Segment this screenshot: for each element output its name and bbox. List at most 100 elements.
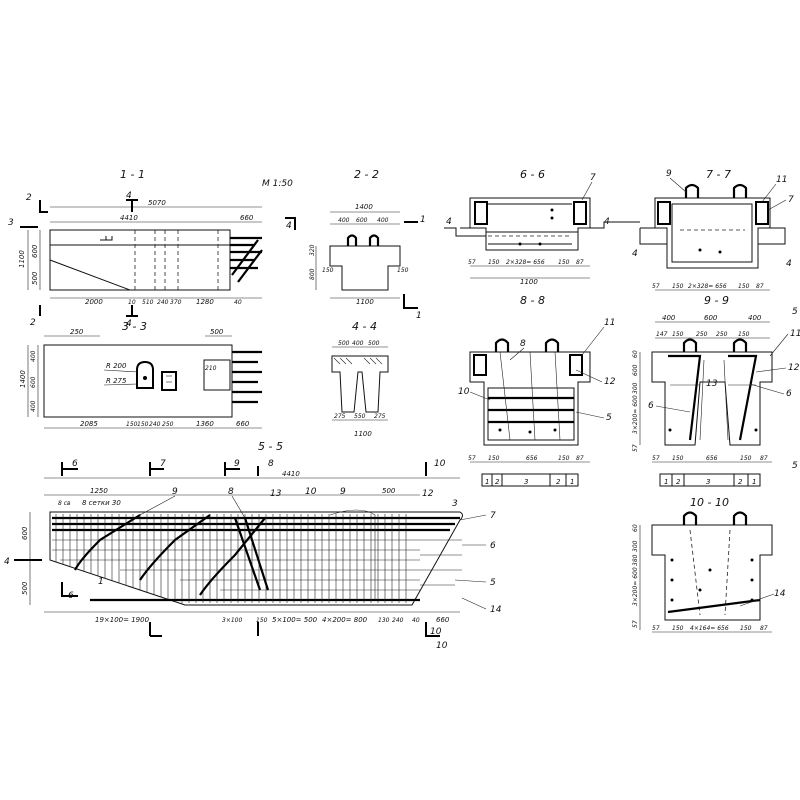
s66-dim-bottom-0: 57 [468, 259, 476, 266]
s99-dim-sub-1: 150 [672, 331, 684, 338]
s77-dim-bottom-1: 150 [672, 283, 684, 290]
s55-dim-bottom-8: 660 [436, 616, 450, 624]
s55-dim-bottom-5: 130 [378, 617, 390, 624]
s55-callout-10: 6 [490, 541, 496, 551]
s88-table-0: 1 [485, 478, 489, 486]
s33-dim-left-1: 400 [30, 350, 37, 362]
s55-dim-top-3: 500 [382, 487, 396, 495]
section-10-10-title: 10 - 10 [690, 496, 729, 509]
s11-dim-bottom-5: 1280 [196, 298, 214, 306]
s55-callout-9: 7 [490, 511, 496, 521]
s99-dim-bottom-0: 57 [652, 455, 660, 462]
s99-dim-left-1: 600 [632, 364, 639, 376]
s1010-dim-left-3: 3×200= 600 [632, 567, 639, 606]
s44-dim-top-2: 500 [368, 340, 380, 347]
s55-label-0: 8 сетки 30 [82, 499, 121, 507]
s77-callout-3: 4 [632, 249, 638, 259]
s66-callout-1: 4 [446, 217, 452, 227]
s55-dim-bottom-0: 19×100= 1900 [95, 616, 150, 624]
s22-marker-0: 1 [420, 215, 426, 225]
s11-dim-left-0: 1100 [18, 250, 26, 268]
s88-dim-bottom-0: 57 [468, 455, 476, 462]
s99-callout-1: 11 [790, 329, 800, 339]
section-4-4: 4 - 4 500 400 500 275 550 275 1100 [331, 320, 389, 438]
svg-text:8: 8 [228, 487, 234, 497]
s99-dim-sub-3: 250 [716, 331, 728, 338]
section-6-6: 6 - 6 7 4 4 57 150 2×328= 656 150 87 110… [444, 168, 640, 286]
s55-callout-5: 10 [434, 459, 446, 469]
s55-dim-top-2: 8 св [58, 500, 71, 507]
s22-dim-top-0: 1400 [355, 203, 373, 211]
s11-marker-4: 4 [126, 319, 132, 329]
svg-text:10: 10 [305, 487, 317, 497]
s88-callout-1: 8 [520, 339, 526, 349]
s22-dim-top-2: 600 [356, 217, 368, 224]
s88-callout-0: 11 [604, 318, 615, 328]
section-4-4-title: 4 - 4 [352, 320, 377, 333]
s55-dim-bottom-3: 5×100= 500 [272, 616, 318, 624]
s55-dim-top-0: 4410 [282, 470, 300, 478]
s33-radius-0: R 200 [106, 362, 127, 370]
s99-callout-5: 6 [786, 389, 792, 399]
s99-dim-bottom-4: 87 [760, 455, 768, 462]
section-8-8-title: 8 - 8 [520, 294, 545, 307]
s88-table-3: 2 [556, 478, 561, 486]
s99-table-2: 3 [706, 478, 710, 486]
s22-dim-top-3: 400 [377, 217, 389, 224]
s33-dim-top-1: 500 [210, 328, 224, 336]
s33-dim-top-0: 250 [70, 328, 84, 336]
s33-dim-bottom-6: 660 [236, 420, 250, 428]
s11-dim-left-1: 600 [31, 244, 39, 258]
s11-dim-top-0: 5070 [148, 199, 166, 207]
s11-marker-2: 4 [126, 191, 132, 201]
s88-dim-bottom-4: 87 [576, 455, 584, 462]
s55-callout-11: 5 [490, 578, 496, 588]
s66-dim-bottom-1: 150 [488, 259, 500, 266]
s11-marker-3: 2 [30, 318, 36, 328]
s1010-dim-bottom-1: 150 [672, 625, 684, 632]
s99-callout-2: 12 [788, 363, 800, 373]
section-2-2: 2 - 2 1400 400 600 400 320 800 150 150 1… [286, 168, 426, 321]
section-7-7-title: 7 - 7 [706, 168, 731, 181]
s33-dim-bottom-2: 150 [137, 421, 149, 428]
s33-dim-left-0: 1400 [19, 370, 27, 388]
s66-dim-bottom-4: 87 [576, 259, 584, 266]
s33-dim-bottom-3: 240 [149, 421, 161, 428]
s77-dim-bottom-2: 2×328= 656 [688, 283, 727, 290]
s11-dim-bottom-4: 370 [170, 299, 182, 306]
s99-dim-left-4: 57 [632, 444, 639, 452]
s55-callout-13: 1 [98, 577, 104, 587]
s99-callout-6: 5 [792, 461, 798, 471]
s55-callout-3: 8 [268, 459, 274, 469]
s55-callout-8: 3 [452, 499, 458, 509]
s55-callout-17: 10 [436, 641, 448, 651]
s99-table-3: 2 [738, 478, 743, 486]
s22-dim-left-0: 320 [309, 244, 316, 256]
s99-dim-left-2: 300 [632, 382, 639, 394]
s77-dim-bottom-3: 150 [738, 283, 750, 290]
s11-marker-0: 2 [26, 193, 32, 203]
s55-callout-1: 7 [160, 459, 166, 469]
stirrups [55, 514, 407, 604]
svg-text:9: 9 [172, 487, 178, 497]
s66-dim-total: 1100 [520, 278, 538, 286]
s1010-dim-bottom-0: 57 [652, 625, 660, 632]
section-6-6-title: 6 - 6 [520, 168, 545, 181]
s99-dim-top-2: 400 [748, 314, 762, 322]
s99-callout-4: 6 [648, 401, 654, 411]
s33-dim-bottom-5: 1360 [196, 420, 214, 428]
s66-callout-0: 7 [590, 173, 596, 183]
s55-callout-2: 9 [234, 459, 240, 469]
section-5-5: 5 - 5 4410 1250 500 8 сетки 30 8 св 600 … [4, 440, 502, 651]
s99-callout-0: 5 [792, 307, 798, 317]
s55-callout-4: 13 [270, 489, 282, 499]
s1010-dim-bottom-4: 87 [760, 625, 768, 632]
s66-dim-bottom-2: 2×328= 656 [506, 259, 545, 266]
s22-dim-left-1: 800 [309, 268, 316, 280]
s22-dim-bottom-0: 1100 [356, 298, 374, 306]
s1010-dim-bottom-3: 150 [740, 625, 752, 632]
s22-marker-2: 4 [286, 221, 292, 231]
s88-callout-3: 10 [458, 387, 470, 397]
s33-dim-left-2: 600 [30, 376, 37, 388]
